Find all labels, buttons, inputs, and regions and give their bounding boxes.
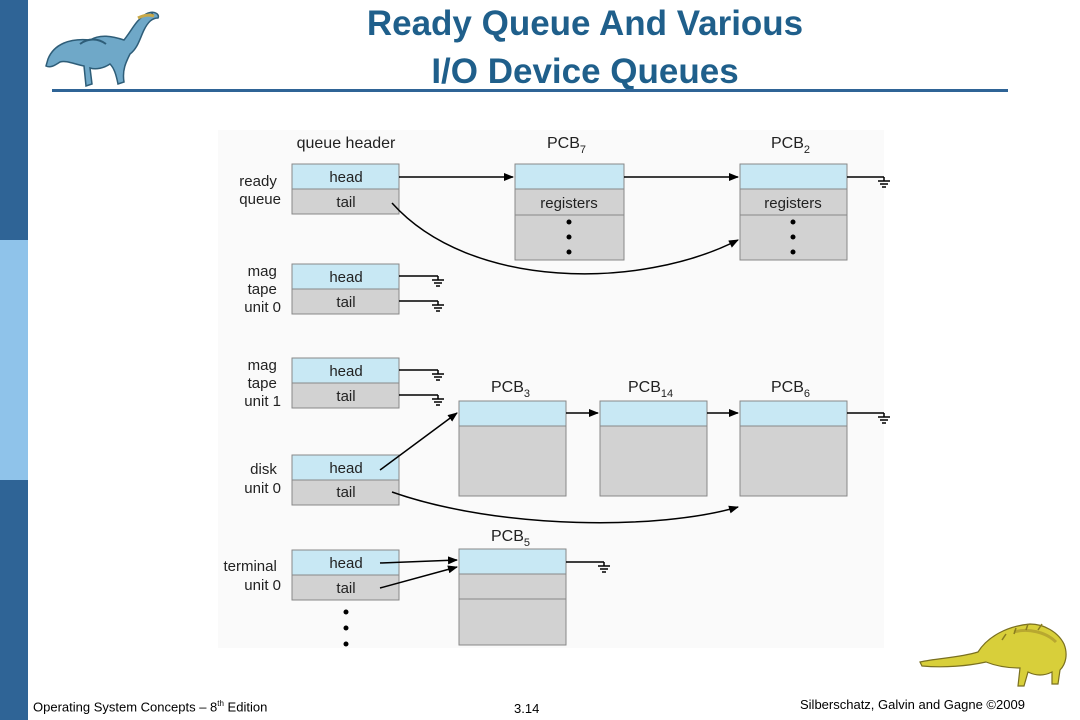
pcb-3-label: PCB3: [491, 379, 530, 400]
disk-tail-text: tail: [336, 484, 355, 501]
disk-head-cell: [291, 454, 400, 481]
pcb-7-ellipsis-dot: [566, 219, 572, 225]
pcb-5-null-ground-icon: [566, 561, 610, 573]
mag-tape-1-head-text: head: [329, 363, 362, 380]
terminal-unit-0-label: terminal unit 0: [223, 558, 281, 594]
pcb-3-top-cell: [458, 400, 567, 427]
mag-tape-1-tail-null-ground-icon: [399, 394, 444, 406]
pcb-2-registers-cell: [739, 188, 848, 216]
pcb-6-top-cell: [739, 400, 848, 427]
slide-title: Ready Queue And Various I/O Device Queue…: [240, 0, 930, 96]
pcb-7-ellipsis-dot: [566, 249, 572, 255]
disk-head-text: head: [329, 460, 362, 477]
pcb-2-ellipsis-dot: [790, 249, 796, 255]
mag-tape-1-head-cell: [291, 357, 400, 384]
footer-book-title-main: Operating System Concepts – 8: [33, 699, 218, 715]
pcb-5-middle-cell: [458, 573, 567, 600]
disk-head-to-pcb-3-arrow: [379, 412, 458, 471]
queue-header-label: queue header: [297, 135, 396, 152]
pcb-7-ellipsis-dot: [566, 234, 572, 240]
ready-queue-head-text: head: [329, 169, 362, 186]
mag-tape-0-head-text: head: [329, 269, 362, 286]
footer-book-title-suffix: Edition: [223, 699, 268, 715]
pcb-5-label: PCB5: [491, 528, 530, 549]
pcb-2-null-ground-icon: [847, 176, 890, 188]
pcb-14-body-cell: [599, 425, 708, 497]
pcb-2-top-cell: [739, 163, 848, 190]
title-underline: [52, 89, 1008, 92]
dinosaur-footer-icon: [919, 623, 1067, 687]
disk-unit-0-label: disk unit 0: [244, 461, 281, 497]
pcb-2-label: PCB2: [771, 135, 810, 156]
footer-authors: Silberschatz, Galvin and Gagne ©2009: [800, 697, 1025, 712]
mag-tape-0-tail-text: tail: [336, 294, 355, 311]
mag-tape-unit-1-label: mag tape unit 1: [244, 357, 281, 410]
ready-queue-label: ready queue: [239, 173, 281, 208]
pcb-5-top-cell: [458, 548, 567, 575]
pcb-6-label: PCB6: [771, 379, 810, 400]
mag-tape-0-tail-null-ground-icon: [399, 300, 444, 312]
footer-book-title: Operating System Concepts – 8th Edition: [33, 699, 267, 714]
ready-queue-tail-text: tail: [336, 194, 355, 211]
pcb-14-label: PCB14: [628, 379, 673, 400]
page-number: 3.14: [514, 701, 540, 716]
pcb-2-registers-text: registers: [764, 195, 822, 212]
mag-tape-0-tail-cell: [291, 288, 400, 315]
queue-ellipsis-dot: [343, 609, 349, 615]
pcb-7-registers-cell: [514, 188, 625, 216]
pcb-7-top-cell: [514, 163, 625, 190]
ready-tail-to-pcb-2-arrow: [391, 202, 739, 275]
terminal-tail-to-pcb-5-arrow: [379, 565, 458, 589]
pcb-2-ellipsis-dot: [790, 234, 796, 240]
disk-tail-cell: [291, 479, 400, 506]
pcb-7-label: PCB7: [547, 135, 586, 156]
mag-tape-1-tail-text: tail: [336, 388, 355, 405]
queue-ellipsis-dot: [343, 641, 349, 647]
left-accent-bar: [0, 0, 28, 720]
terminal-head-text: head: [329, 555, 362, 572]
mag-tape-1-head-null-ground-icon: [399, 369, 444, 381]
mag-tape-unit-0-label: mag tape unit 0: [244, 263, 281, 316]
slide-title-line-1: Ready Queue And Various: [366, 4, 804, 43]
slide-title-line-2: I/O Device Queues: [431, 52, 739, 91]
pcb-6-body-cell: [739, 425, 848, 497]
pcb-5-body-cell: [458, 598, 567, 646]
mag-tape-0-head-cell: [291, 263, 400, 290]
queue-ellipsis-dot: [343, 625, 349, 631]
pcb-14-top-cell: [599, 400, 708, 427]
pcb-3-body-cell: [458, 425, 567, 497]
footer-book-title-superscript: th: [217, 699, 224, 708]
dinosaur-logo-icon: [45, 11, 160, 88]
terminal-tail-text: tail: [336, 580, 355, 597]
pcb-7-registers-text: registers: [540, 195, 598, 212]
disk-tail-to-pcb-6-arrow: [391, 491, 739, 524]
left-accent-light-segment: [0, 240, 28, 480]
mag-tape-0-head-null-ground-icon: [399, 275, 444, 287]
pcb-2-ellipsis-dot: [790, 219, 796, 225]
terminal-head-to-pcb-5-arrow: [379, 556, 458, 565]
pcb-6-null-ground-icon: [847, 412, 890, 424]
ready-queue-tail-cell: [291, 188, 400, 215]
